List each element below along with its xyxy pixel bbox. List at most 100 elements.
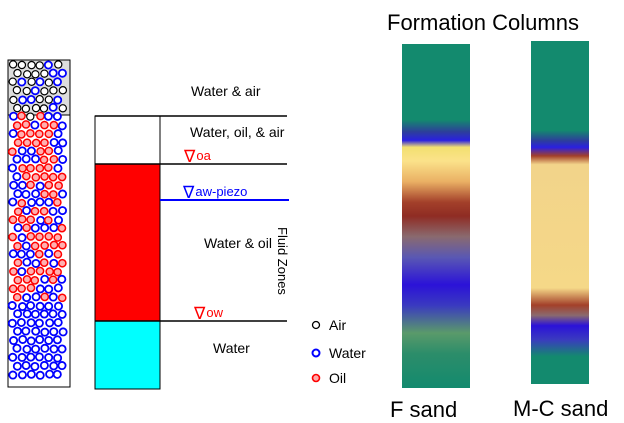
water-grain bbox=[21, 241, 31, 251]
oil-grain bbox=[13, 138, 23, 147]
formation-title: Formation Columns bbox=[387, 10, 579, 35]
air-grain bbox=[58, 104, 68, 113]
water-grain bbox=[57, 309, 67, 319]
water-grain bbox=[22, 293, 32, 303]
zone-label-water-air: Water & air bbox=[191, 83, 261, 99]
oil-grain bbox=[52, 198, 62, 207]
water-grain bbox=[53, 353, 63, 363]
water-grain bbox=[9, 180, 19, 190]
water-grain bbox=[17, 233, 27, 243]
water-grain bbox=[8, 249, 18, 259]
zone-label-water-oil-air: Water, oil, & air bbox=[190, 124, 285, 140]
water-grain bbox=[26, 301, 36, 311]
oil-grain bbox=[39, 206, 49, 216]
water-grain bbox=[13, 189, 23, 199]
air-grain bbox=[13, 103, 22, 113]
water-grain bbox=[12, 361, 22, 371]
water-grain bbox=[57, 206, 67, 216]
air-grain bbox=[9, 95, 18, 105]
air-grain bbox=[40, 69, 49, 78]
water-grain bbox=[18, 334, 28, 344]
water-grain bbox=[21, 154, 31, 164]
oil-grain bbox=[8, 232, 17, 242]
water-grain bbox=[31, 189, 41, 199]
zone-label-water-oil: Water & oil bbox=[204, 235, 272, 251]
water-grain bbox=[13, 223, 23, 233]
water-grain bbox=[49, 361, 59, 371]
zone-label-water: Water bbox=[213, 340, 250, 356]
water-grain bbox=[52, 335, 62, 345]
water-grain bbox=[54, 301, 64, 311]
water-grain bbox=[58, 138, 68, 148]
water-grain bbox=[52, 369, 62, 379]
water-grain bbox=[21, 360, 31, 370]
water-grain bbox=[30, 120, 40, 130]
water-grain bbox=[39, 309, 49, 319]
air-grain bbox=[22, 70, 32, 79]
oil-grain bbox=[26, 215, 36, 225]
oil-grain bbox=[17, 214, 27, 224]
oil-grain bbox=[49, 154, 59, 164]
water-grain bbox=[53, 129, 63, 139]
oil-grain bbox=[8, 215, 18, 225]
water-grain bbox=[21, 326, 31, 336]
water-grain bbox=[8, 352, 18, 362]
oil-grain bbox=[12, 121, 22, 130]
oil-grain bbox=[26, 163, 35, 173]
water-zone bbox=[94, 320, 161, 390]
water-grain bbox=[54, 215, 64, 225]
water-grain bbox=[35, 181, 45, 191]
oil-grain bbox=[13, 207, 23, 217]
f-sand-column bbox=[402, 44, 470, 388]
water-grain bbox=[9, 111, 19, 121]
oil-grain bbox=[40, 241, 50, 250]
water-grain bbox=[49, 344, 59, 354]
air-grain bbox=[31, 103, 41, 113]
water-grain bbox=[57, 68, 67, 78]
water-grain bbox=[16, 317, 26, 327]
water-grain bbox=[13, 309, 23, 319]
legend-item-oil: Oil bbox=[311, 370, 346, 386]
water-grain bbox=[26, 94, 36, 104]
oil-grain bbox=[57, 293, 67, 303]
water-grain bbox=[35, 197, 45, 207]
oil-grain bbox=[53, 249, 63, 259]
water-grain bbox=[26, 318, 36, 328]
mc-sand-column bbox=[531, 41, 589, 384]
water-grain bbox=[16, 249, 26, 259]
air-grain bbox=[49, 86, 58, 95]
red-circle-icon bbox=[311, 373, 321, 383]
water-grain bbox=[27, 198, 37, 208]
water-grain bbox=[17, 77, 27, 87]
oil-grain bbox=[39, 258, 49, 267]
oil-grain bbox=[40, 292, 50, 302]
water-grain bbox=[57, 344, 67, 354]
oil-grain bbox=[54, 181, 63, 190]
water-grain bbox=[22, 344, 32, 354]
water-grain bbox=[12, 154, 22, 164]
water-grain bbox=[58, 327, 68, 337]
water-grain bbox=[45, 369, 55, 379]
air-grain bbox=[35, 94, 44, 104]
water-grain bbox=[34, 318, 44, 328]
water-grain bbox=[17, 146, 27, 156]
water-grain bbox=[44, 335, 54, 345]
water-grain bbox=[43, 60, 53, 70]
water-grain bbox=[53, 317, 63, 327]
oil-grain bbox=[13, 275, 23, 285]
oil-grain bbox=[18, 163, 27, 173]
water-grain bbox=[53, 145, 63, 155]
water-grain bbox=[30, 223, 40, 233]
oil-grain bbox=[21, 171, 31, 181]
oil-grain bbox=[8, 147, 17, 157]
water-grain bbox=[40, 343, 50, 353]
water-grain bbox=[58, 189, 68, 199]
oil-zone bbox=[94, 163, 161, 322]
water-grain bbox=[49, 327, 59, 337]
water-grain bbox=[22, 206, 32, 216]
water-grain bbox=[22, 257, 32, 267]
oil-grain bbox=[31, 138, 41, 148]
water-grain bbox=[17, 302, 27, 312]
water-grain bbox=[13, 326, 23, 336]
